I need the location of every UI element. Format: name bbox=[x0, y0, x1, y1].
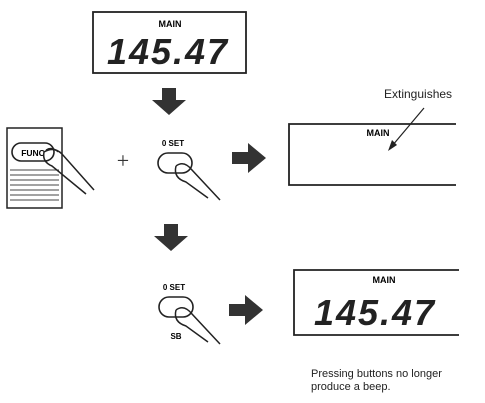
right-arrow-icon bbox=[229, 295, 263, 325]
sb-label: SB bbox=[170, 332, 181, 341]
lcd-display-middle: MAIN bbox=[289, 124, 456, 185]
lcd-display-bottom: MAIN 145.47 bbox=[294, 270, 459, 335]
right-arrow-icon bbox=[232, 143, 266, 173]
lcd-value-top: 145.47 bbox=[107, 31, 229, 72]
func-button-label: FUNC bbox=[21, 148, 45, 158]
extinguishes-pointer bbox=[388, 108, 424, 151]
down-arrow-icon bbox=[154, 224, 188, 251]
set-button-label-upper: 0 SET bbox=[162, 139, 184, 148]
extinguishes-label: Extinguishes bbox=[384, 87, 452, 101]
down-arrow-icon bbox=[152, 88, 186, 115]
lcd-mode-label-top: MAIN bbox=[159, 19, 182, 29]
lcd-display-top: MAIN 145.47 bbox=[93, 12, 246, 73]
plus-sign: + bbox=[117, 148, 129, 173]
lcd-value-bottom: 145.47 bbox=[314, 292, 436, 333]
lcd-mode-label-middle: MAIN bbox=[367, 128, 390, 138]
set-button-label-lower: 0 SET bbox=[163, 283, 185, 292]
caption-line-1: Pressing buttons no longer bbox=[311, 368, 483, 381]
caption-line-2: produce a beep. bbox=[311, 381, 483, 394]
beep-caption: Pressing buttons no longer produce a bee… bbox=[311, 368, 483, 394]
lcd-mode-label-bottom: MAIN bbox=[373, 275, 396, 285]
